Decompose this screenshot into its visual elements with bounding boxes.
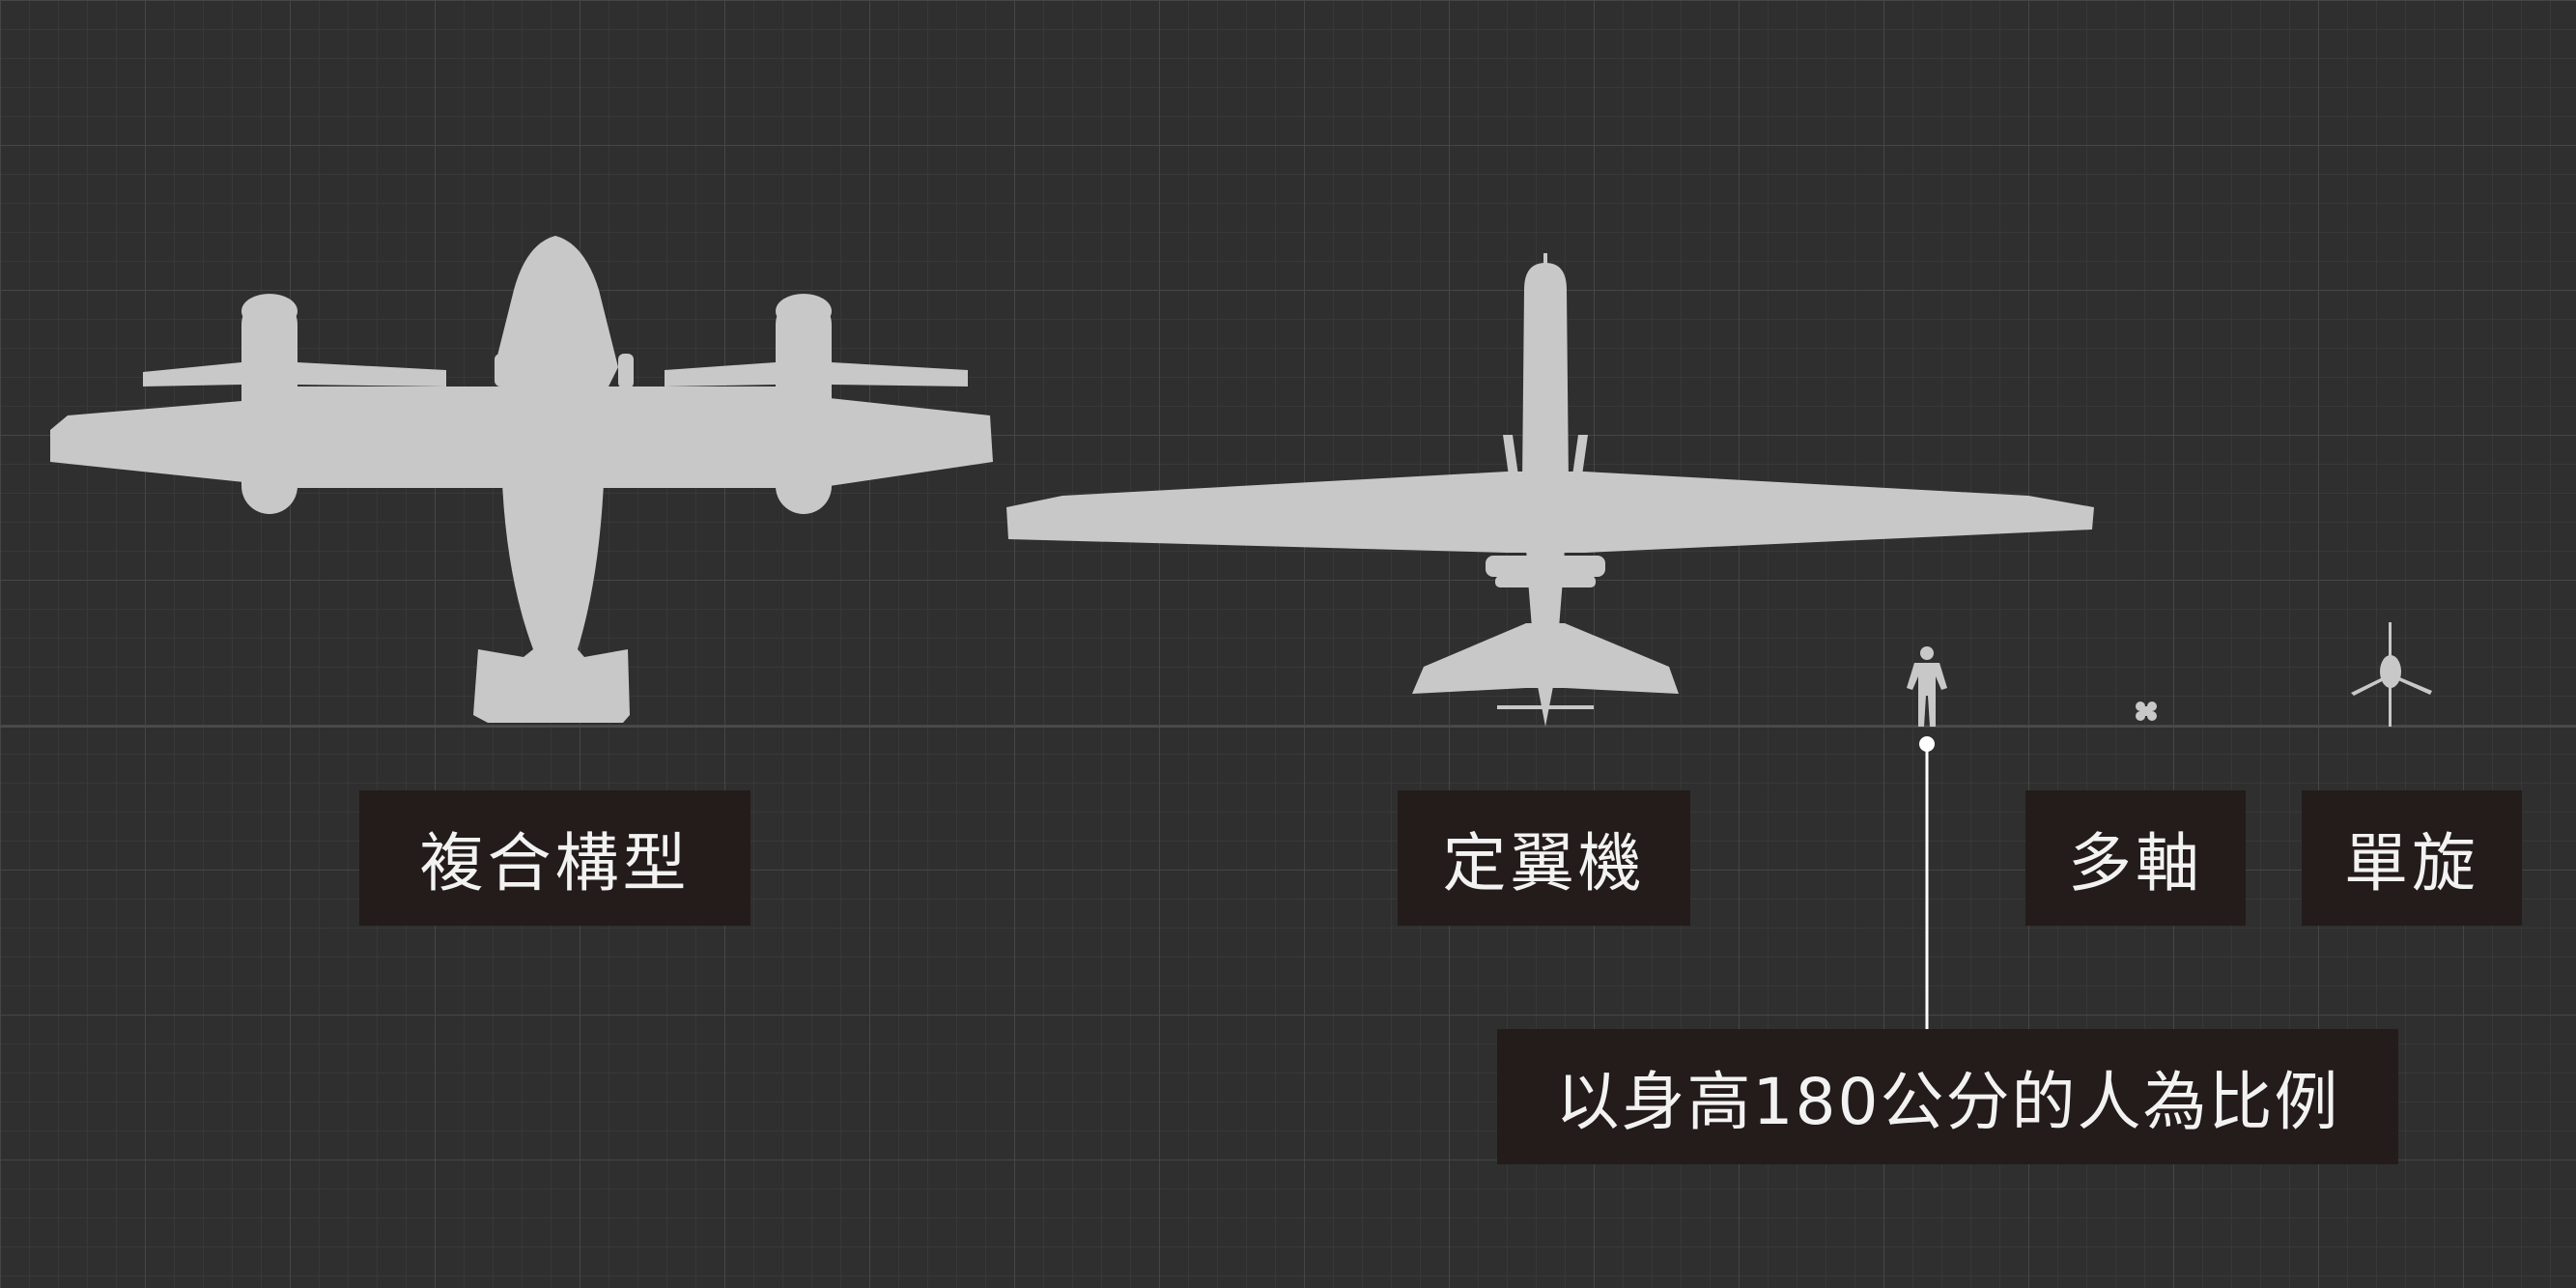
scale-note: 以身高180公分的人為比例 xyxy=(1497,1029,2398,1164)
label-compound: 複合構型 xyxy=(359,790,750,926)
scale-callout-dot xyxy=(1919,736,1935,752)
label-single-rotor: 單旋 xyxy=(2302,790,2522,926)
human-figure-icon xyxy=(1907,646,1947,727)
compound-aircraft-icon xyxy=(50,236,993,723)
multirotor-drone-icon xyxy=(2136,701,2157,721)
fixed-wing-aircraft-icon xyxy=(1006,253,2094,727)
helicopter-icon xyxy=(2351,622,2432,727)
label-multirotor: 多軸 xyxy=(2025,790,2246,926)
label-fixed-wing: 定翼機 xyxy=(1398,790,1690,926)
